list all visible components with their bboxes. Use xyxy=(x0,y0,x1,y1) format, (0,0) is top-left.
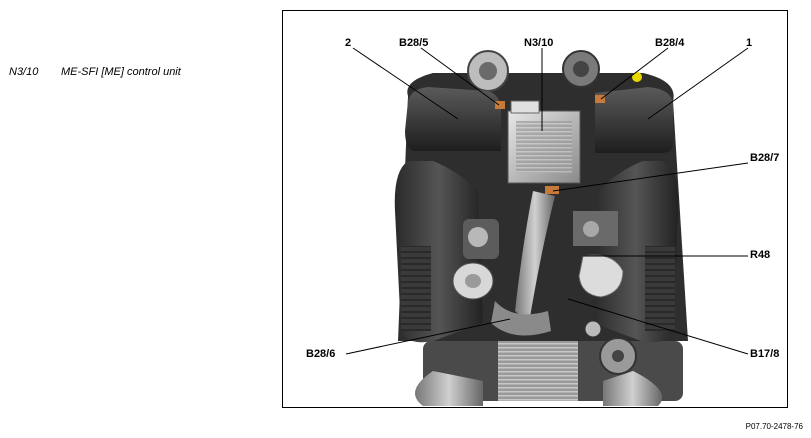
callout-r48: R48 xyxy=(750,249,771,261)
callout-1: 1 xyxy=(746,37,753,49)
callout-b28-7: B28/7 xyxy=(750,152,780,164)
sensor-connector-right xyxy=(595,95,605,103)
callout-b28-6: B28/6 xyxy=(306,348,336,360)
callout-b28-4: B28/4 xyxy=(655,37,685,49)
ribs-right xyxy=(645,246,675,331)
exhaust-pipe-right xyxy=(603,371,663,406)
legend-code: N3/10 xyxy=(9,66,39,78)
figure-reference: P07.70-2478-76 xyxy=(745,422,803,431)
air-filter-housing-left xyxy=(405,87,501,151)
sensor-connector-left xyxy=(495,101,505,109)
callout-2: 2 xyxy=(345,37,352,49)
exhaust-pipe-left xyxy=(415,371,483,406)
engine-illustration xyxy=(345,47,749,406)
sensor-connector-center xyxy=(545,186,559,194)
legend-description: ME-SFI [ME] control unit xyxy=(61,66,181,78)
intercooler xyxy=(498,339,578,401)
callout-b17-8: B17/8 xyxy=(750,348,780,360)
callout-n3-10: N3/10 xyxy=(524,37,554,49)
air-filter-housing-right xyxy=(595,87,673,153)
fill-cap xyxy=(632,72,642,82)
engine-illustration-frame: 2 B28/5 N3/10 B28/4 1 B28/7 R48 B28/6 B1… xyxy=(282,10,788,408)
center-intake-pipe xyxy=(515,191,555,323)
leader-lines xyxy=(345,47,749,355)
ribs-left xyxy=(401,246,431,331)
expansion-tank-right xyxy=(578,254,624,298)
callout-b28-5: B28/5 xyxy=(399,37,429,49)
legend-entry: N3/10 ME-SFI [ME] control unit xyxy=(9,66,181,78)
